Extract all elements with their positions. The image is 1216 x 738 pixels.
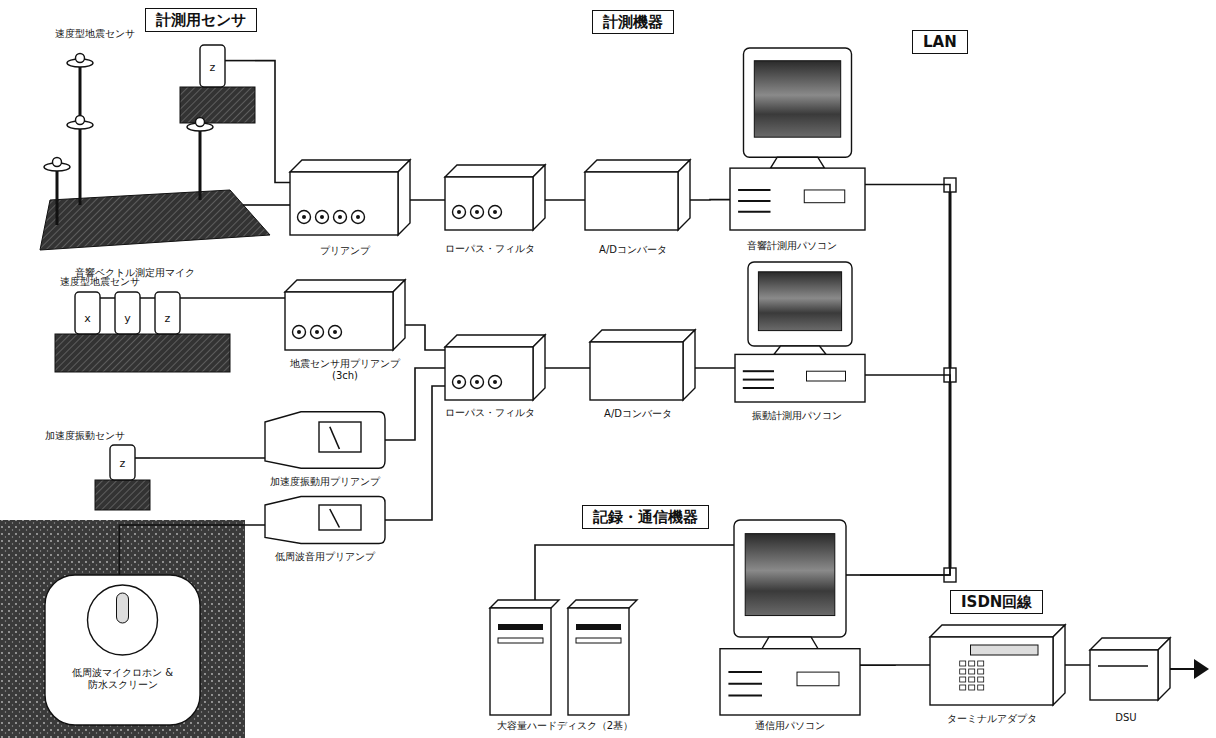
low-frequency-preamp-drawing [265, 495, 385, 545]
velocity-seismic-sensor-drawing [180, 45, 255, 123]
signal-cable [119, 525, 265, 575]
axis-letter: z [210, 61, 216, 74]
low-frequency-preamp: 低周波音用プリアンプ [265, 495, 385, 545]
seismic-preamp: 地震センサ用プリアンプ (3ch) [285, 280, 405, 350]
acceleration-sensor-drawing [95, 445, 150, 510]
terminal-adapter: ターミナルアダプタ [930, 625, 1065, 705]
axis-letter: z [120, 457, 126, 470]
ground-section [0, 520, 245, 738]
output-line [1170, 668, 1196, 670]
device-label: A/Dコンバータ [599, 244, 667, 256]
low-pass-filter: ローパス・フィルタ [445, 335, 545, 400]
device-label: 地震センサ用プリアンプ (3ch) [285, 358, 405, 382]
low-pass-filter-drawing [445, 165, 545, 230]
signal-cable [230, 297, 285, 299]
signal-cable [545, 199, 585, 201]
section-title: LAN [923, 33, 957, 51]
device-label: 通信用パソコン [755, 720, 825, 732]
signal-cable [860, 375, 950, 575]
signal-cable [535, 545, 720, 600]
section-title: LAN [912, 30, 968, 54]
section-title: 記録・通信機器 [593, 508, 698, 526]
axis-letter: y [124, 312, 131, 325]
section-title: ISDN回線 [961, 593, 1032, 611]
ad-converter: A/Dコンバータ [590, 330, 695, 400]
device-label: 大容量ハードディスク（2基） [497, 720, 633, 732]
device-label: 加速度振動センサ [45, 430, 125, 442]
acceleration-preamp: 加速度振動用プリアンプ [265, 410, 385, 470]
section-title: 計測用センサ [156, 11, 246, 29]
section-title: 記録・通信機器 [582, 505, 709, 529]
signal-cable [385, 368, 445, 440]
vibration-pc: 振動計測用パソコン [735, 262, 865, 402]
ad-converter-drawing [585, 160, 690, 230]
device-label: 低周波音用プリアンプ [275, 551, 375, 563]
signal-cable [1065, 664, 1090, 666]
acceleration-preamp-drawing [265, 410, 385, 470]
velocity-seismic-sensor: z速度型地震センサ [180, 45, 255, 123]
acoustic-pc-drawing [730, 48, 865, 230]
velocity-seismic-sensor: xyz速度型地震センサ [55, 292, 230, 372]
acoustic-pc: 音響計測用パソコン [730, 48, 865, 230]
device-label: ターミナルアダプタ [947, 713, 1037, 725]
vibration-pc-drawing [735, 262, 865, 402]
ad-converter: A/Dコンバータ [585, 160, 690, 230]
low-frequency-microphone: 低周波マイクロホン & 防水スクリーン [45, 575, 200, 725]
signal-cable [860, 185, 950, 575]
preamp-drawing [290, 160, 410, 235]
signal-cable [270, 204, 290, 206]
device-label: A/Dコンバータ [604, 408, 672, 420]
signal-cable [385, 386, 445, 520]
acoustic-vector-microphone: 音響ベクトル測定用マイク [35, 55, 270, 255]
communication-pc: 通信用パソコン [720, 520, 860, 715]
section-title: 計測機器 [603, 13, 663, 31]
low-pass-filter: ローパス・フィルタ [445, 165, 545, 230]
section-title: 計測用センサ [145, 8, 257, 32]
section-title: 計測機器 [592, 10, 674, 34]
device-label: 加速度振動用プリアンプ [270, 476, 380, 488]
signal-cable [860, 664, 930, 666]
section-title: ISDN回線 [950, 590, 1043, 614]
low-frequency-microphone-drawing [45, 575, 200, 725]
device-label: 低周波マイクロホン & 防水スクリーン [67, 667, 179, 691]
hard-disk: 大容量ハードディスク（2基） [490, 600, 640, 715]
output-arrow [1194, 659, 1209, 679]
device-label: 振動計測用パソコン [752, 410, 842, 422]
device-label: ローパス・フィルタ [445, 243, 535, 255]
velocity-seismic-sensor-drawing [55, 292, 230, 372]
low-pass-filter-drawing [445, 335, 545, 400]
acoustic-vector-microphone-drawing [35, 55, 270, 255]
seismic-preamp-drawing [285, 280, 405, 350]
signal-cable [255, 61, 290, 183]
device-label: プリアンプ [320, 245, 370, 257]
signal-cable [690, 199, 730, 201]
axis-letter: x [84, 312, 91, 325]
preamp: プリアンプ [290, 160, 410, 235]
signal-cable [405, 325, 445, 350]
device-label: 速度型地震センサ [60, 276, 140, 288]
signal-cable [410, 199, 445, 201]
axis-letter: z [165, 312, 171, 325]
signal-cable [150, 457, 265, 459]
ad-converter-drawing [590, 330, 695, 400]
device-label: DSU [1115, 712, 1136, 724]
dsu-unit-drawing [1090, 638, 1170, 700]
communication-pc-drawing [720, 520, 860, 715]
dsu-unit: DSU [1090, 638, 1170, 700]
terminal-adapter-drawing [930, 625, 1065, 705]
hard-disk-drawing [490, 600, 640, 715]
acceleration-sensor: z加速度振動センサ [95, 445, 150, 510]
device-label: 速度型地震センサ [55, 28, 135, 40]
signal-cable [545, 367, 590, 369]
signal-cable [695, 367, 735, 369]
device-label: ローパス・フィルタ [445, 407, 535, 419]
device-label: 音響計測用パソコン [747, 240, 837, 252]
